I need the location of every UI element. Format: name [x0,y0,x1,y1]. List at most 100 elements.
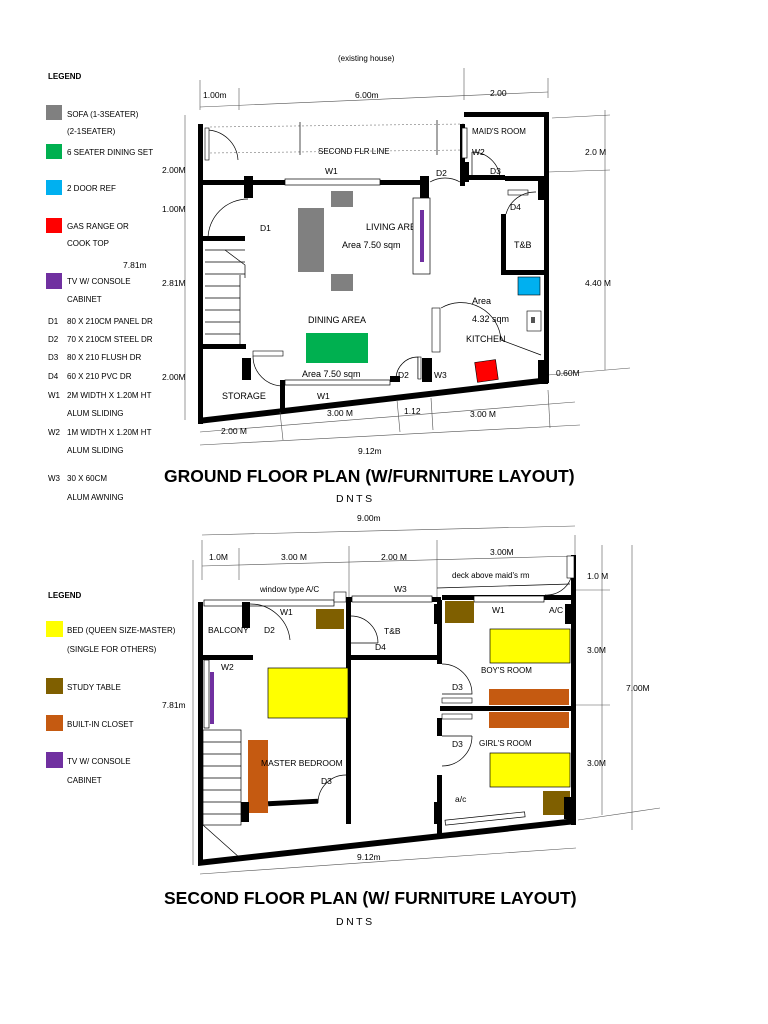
gf-d2-bot: D2 [398,370,409,380]
master-bedroom-label: MASTER BEDROOM [261,758,343,768]
legend-closet: BUILT-IN CLOSET [67,720,134,729]
legend-title: LEGEND [48,72,82,81]
window-type-ac: window type A/C [259,585,319,594]
gf-dim-left-2: 1.00M [162,204,186,214]
legend-dining: 6 SEATER DINING SET [67,148,153,157]
tv-master [210,672,214,724]
legend-study: STUDY TABLE [67,683,121,692]
dining-area: Area 7.50 sqm [302,369,361,379]
refrigerator [517,276,541,296]
sf-dim-right-2: 3.0M [587,645,606,655]
gf-dim-left-4: 2.00M [162,372,186,382]
existing-house-note: (existing house) [338,54,395,63]
gf-dim-top-1: 1.00m [203,90,227,100]
legend-sofa-2: (2-1SEATER) [67,127,116,136]
gf-dim-bot-total: 9.12m [358,446,382,456]
legend-d1-code: D1 [48,317,59,326]
bed-girls [489,752,571,788]
closet-girls [489,712,569,728]
sofa-1-seater-bottom [331,274,353,291]
sf-d4: D4 [375,642,386,652]
sf-d2: D2 [264,625,275,635]
girls-room-label: GIRL'S ROOM [479,739,532,748]
boys-room-label: BOY'S ROOM [481,666,532,675]
sf-dim-left-total: 7.81m [162,700,186,710]
balcony-label: BALCONY [208,625,249,635]
study-swatch [46,678,63,694]
legend-d1-desc: 80 X 210CM PANEL DR [67,317,153,326]
gf-dim-top-2: 6.00m [355,90,379,100]
living-label: LIVING AREA [366,222,422,232]
study-table-boys [445,601,474,623]
study-table-master [316,609,344,629]
second-legend: LEGEND BED (QUEEN SIZE-MASTER) (SINGLE F… [46,591,176,785]
sf-dim-top-2: 3.00 M [281,552,307,562]
gf-w3: W3 [434,370,447,380]
legend-d4-code: D4 [48,372,59,381]
living-area: Area 7.50 sqm [342,240,401,250]
sf-ac-top: A/C [549,605,563,615]
legend-w1-desc: 2M WIDTH X 1.20M HT [67,391,152,400]
legend-sofa: SOFA (1-3SEATER) [67,110,139,119]
second-flr-line-label: SECOND FLR LINE [318,147,390,156]
sofa-swatch [46,105,62,120]
sf-d3-a: D3 [452,682,463,692]
gf-dim-left-1: 2.00M [162,165,186,175]
gas-swatch [46,218,62,233]
sf-dim-right-1: 1.0 M [587,571,608,581]
legend-d3-code: D3 [48,353,59,362]
gf-dim-right-2: 4.40 M [585,278,611,288]
bed-boys [489,628,571,664]
legend-w3-code: W3 [48,474,61,483]
legend-d4-desc: 60 X 210 PVC DR [67,372,132,381]
ground-legend: LEGEND SOFA (1-3SEATER) (2-1SEATER) 6 SE… [46,72,153,502]
sf-dim-bot-total: 9.12m [357,852,381,862]
second-floor-title: SECOND FLOOR PLAN (W/ FURNITURE LAYOUT) [164,888,577,908]
bed-master [267,667,349,719]
closet-master [248,740,268,813]
legend-tv-2f-2: CABINET [67,776,102,785]
legend-tv-2f: TV W/ CONSOLE [67,757,131,766]
gf-d4: D4 [510,202,521,212]
legend-bed: BED (QUEEN SIZE-MASTER) [67,626,176,635]
bed-swatch [46,621,63,637]
legend-ref: 2 DOOR REF [67,184,116,193]
sf-dim-top-4: 3.00M [490,547,514,557]
legend-bed-2: (SINGLE FOR OTHERS) [67,645,157,654]
legend-w3-desc-2: ALUM AWNING [67,493,124,502]
sf-dim-top-3: 2.00 M [381,552,407,562]
sf-tb: T&B [384,626,401,636]
sf-dim-right-3: 3.0M [587,758,606,768]
sf-d3-c: D3 [321,776,332,786]
second-dnts: DNTS [336,916,375,928]
storage-label: STORAGE [222,391,266,401]
gf-w1-top: W1 [325,166,338,176]
ground-floor-title: GROUND FLOOR PLAN (W/FURNITURE LAYOUT) [164,466,575,486]
legend-gas-2: COOK TOP [67,239,109,248]
deck-label: deck above maid's rm [452,571,530,580]
legend-tv: TV W/ CONSOLE [67,277,131,286]
ref-swatch [46,180,62,195]
sf-w1-right: W1 [492,605,505,615]
closet-swatch [46,715,63,731]
legend-gas: GAS RANGE OR [67,222,129,231]
gas-range [474,359,499,383]
sf-ac-bot: a/c [455,794,467,804]
gf-dim-top-3: 2.00 [490,88,507,98]
tv-swatch [46,273,62,289]
sf-dim-top-1: 1.0M [209,552,228,562]
sf-d3-b: D3 [452,739,463,749]
closet-boys [489,689,569,705]
kitchen-area-value: 4.32 sqm [472,314,509,324]
gf-dim-bot-2: 3.00 M [327,408,353,418]
sf-w1-left: W1 [280,607,293,617]
sf-w3: W3 [394,584,407,594]
legend-d2-desc: 70 X 210CM STEEL DR [67,335,153,344]
gf-w2: W2 [472,147,485,157]
legend-w2-desc: 1M WIDTH X 1.20M HT [67,428,152,437]
gf-dim-left-total: 7.81m [123,260,147,270]
gf-dim-bot-3: 1.12 [404,406,421,416]
gf-dim-right-3: 0.60M [556,368,580,378]
